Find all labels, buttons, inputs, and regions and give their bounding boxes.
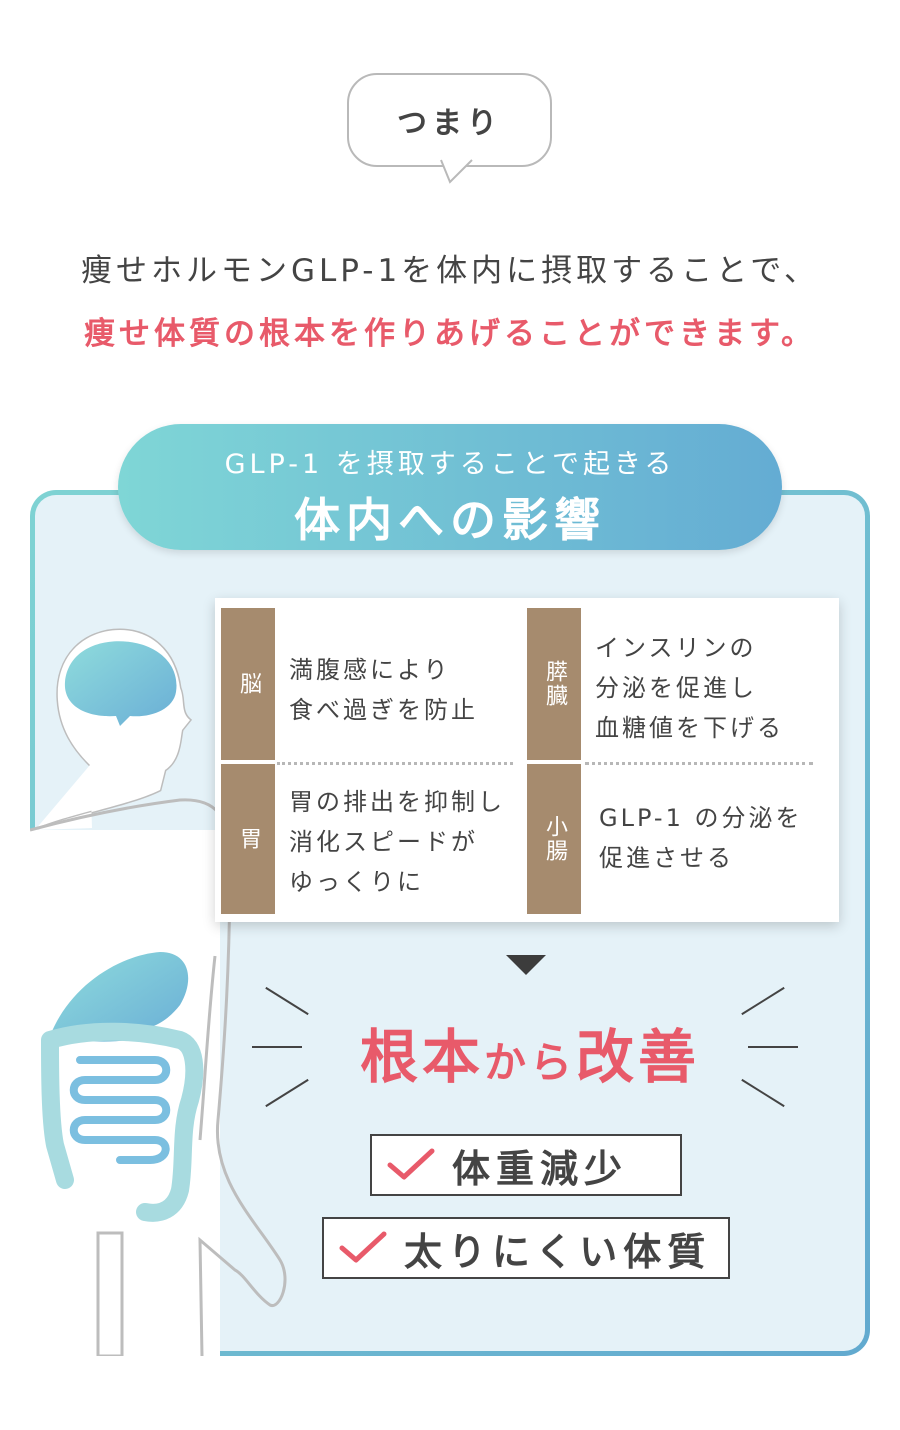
organ-tag-pancreas: 膵臓 xyxy=(527,608,581,760)
effect-text-brain: 満腹感により 食べ過ぎを防止 xyxy=(289,656,478,724)
result-part-2: から xyxy=(483,1038,576,1087)
result-headline: 根本から改善 xyxy=(300,1010,760,1094)
bubble-label: つまり xyxy=(397,106,502,141)
row-divider-left xyxy=(277,762,513,765)
intro-line-2-highlight: 痩せ体質の根本を作りあげることができます。 xyxy=(84,316,816,352)
body-silhouette-illustration xyxy=(30,628,287,1356)
organ-tag-small-intestine: 小腸 xyxy=(527,764,581,914)
organ-tag-brain: 脳 xyxy=(221,608,275,760)
speech-bubble: つまり xyxy=(347,73,552,167)
effect-text-pancreas: インスリンの 分泌を促進し 血糖値を下げる xyxy=(595,634,784,742)
checkmark-icon xyxy=(339,1231,387,1263)
effect-text-small-intestine: GLP-1 の分泌を 促進させる xyxy=(599,804,803,872)
benefit-item: 体重減少 xyxy=(370,1134,682,1196)
result-part-3: 改善 xyxy=(576,1023,701,1091)
bubble-tail-icon xyxy=(440,158,474,184)
panel-subtitle: GLP-1 を摂取することで起きる xyxy=(224,449,676,480)
effects-card: 脳 満腹感により 食べ過ぎを防止 膵臓 インスリンの 分泌を促進し 血糖値を下げ… xyxy=(215,598,839,922)
arrow-down-icon xyxy=(506,955,546,975)
effect-text-stomach: 胃の排出を抑制し 消化スピードが ゆっくりに xyxy=(289,788,505,896)
intro-line-1: 痩せホルモンGLP-1を体内に摂取することで、 xyxy=(80,253,820,289)
panel-header: GLP-1 を摂取することで起きる 体内への影響 xyxy=(118,424,782,550)
result-part-1: 根本 xyxy=(359,1023,484,1091)
checkmark-icon xyxy=(387,1148,435,1180)
emphasis-ray xyxy=(748,1046,798,1048)
benefit-label: 体重減少 xyxy=(452,1146,629,1191)
organ-tag-stomach: 胃 xyxy=(221,764,275,914)
panel-title: 体内への影響 xyxy=(294,493,606,547)
row-divider-right xyxy=(585,762,813,765)
benefit-label: 太りにくい体質 xyxy=(404,1229,712,1274)
benefit-item: 太りにくい体質 xyxy=(322,1217,730,1279)
emphasis-ray xyxy=(252,1046,302,1048)
